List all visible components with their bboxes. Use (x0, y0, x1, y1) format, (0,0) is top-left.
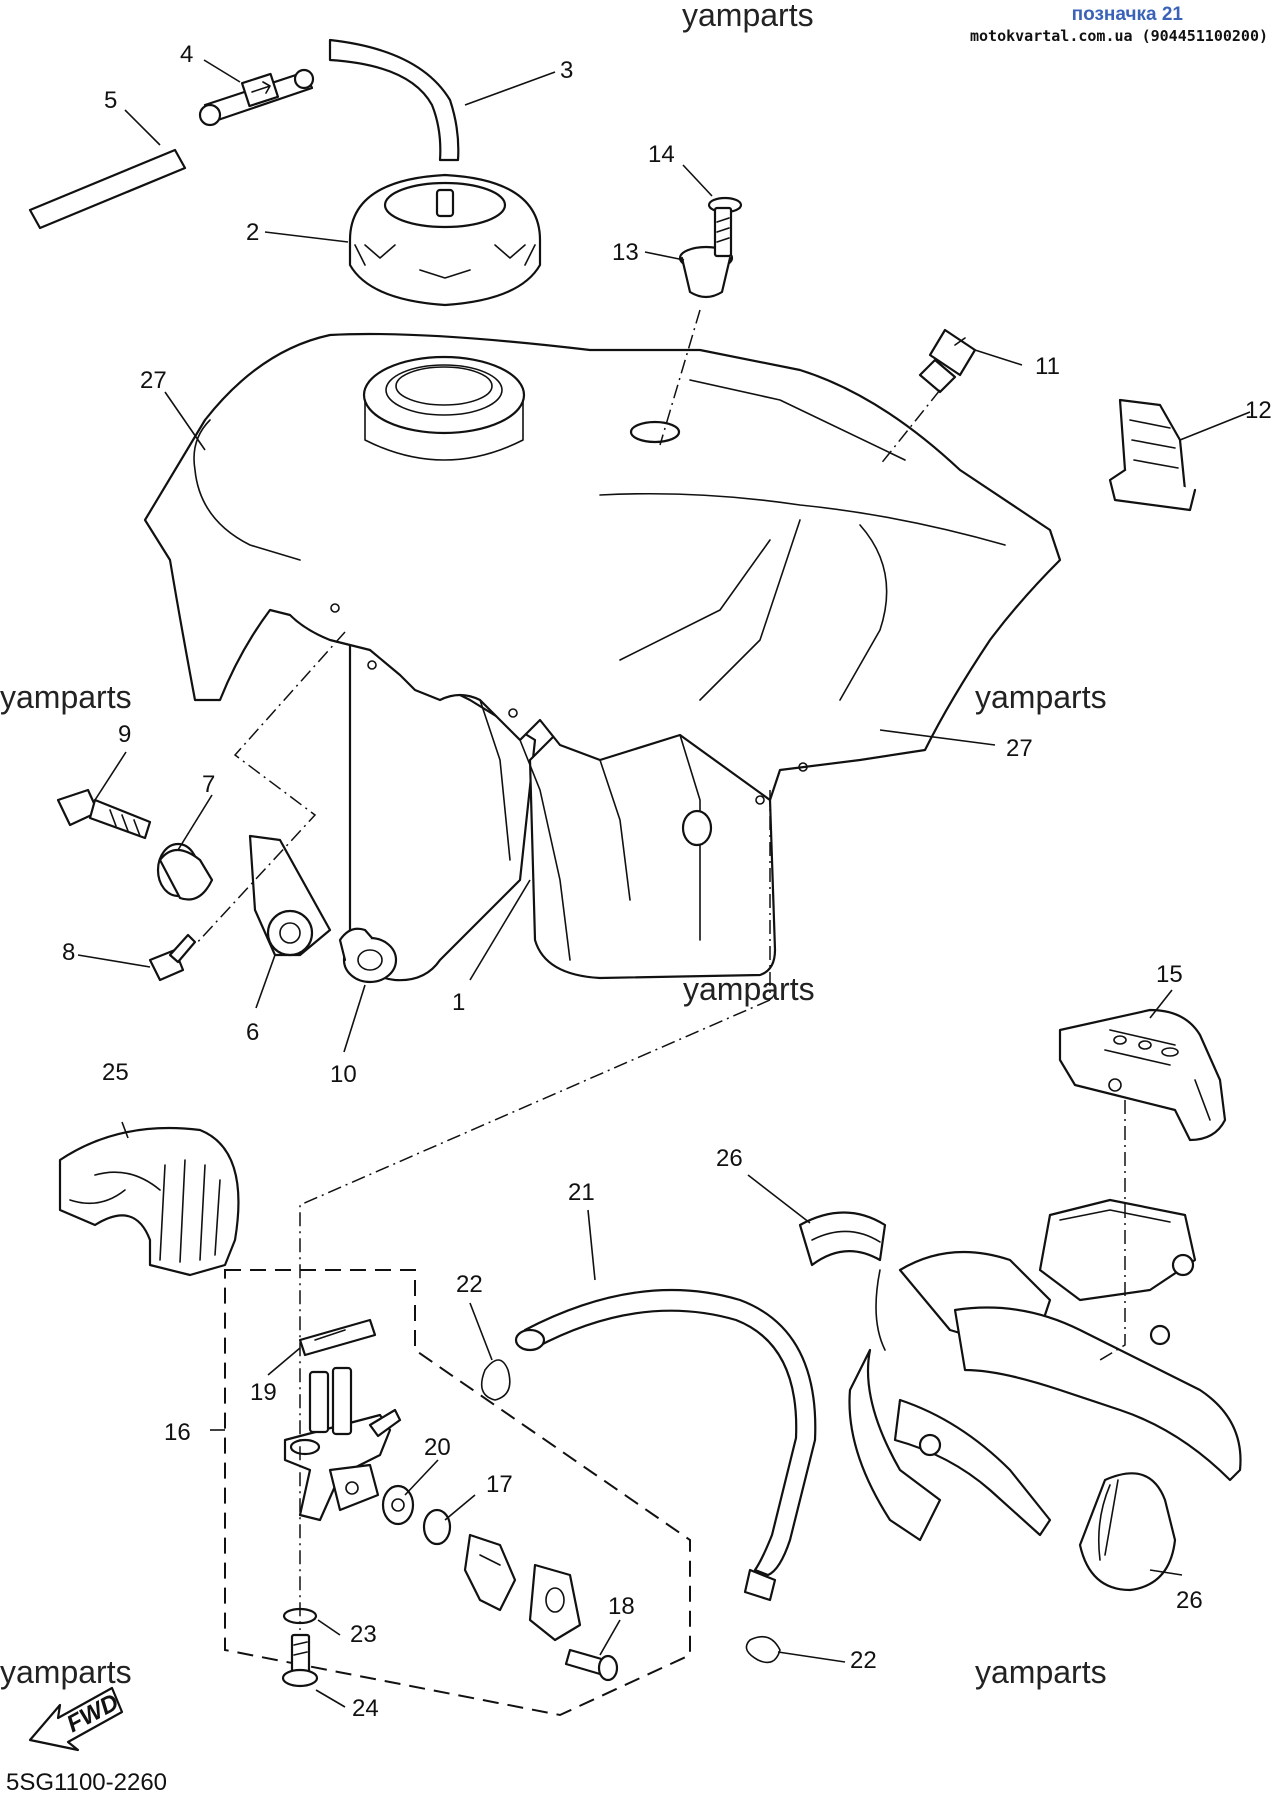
callout-25: 25 (102, 1059, 129, 1086)
guard-15 (1058, 1008, 1227, 1142)
callout-18: 18 (608, 1593, 635, 1620)
breather-hose (328, 38, 460, 162)
callout-6: 6 (246, 1019, 259, 1046)
assembly-16-outline (224, 1269, 691, 1717)
bracket-6 (248, 834, 332, 957)
screw-24 (281, 1633, 319, 1688)
callout-14: 14 (648, 141, 675, 168)
clamp-22-a (480, 1359, 511, 1401)
bolt-11 (918, 328, 977, 394)
lever-plate (463, 1533, 517, 1612)
fuel-hose (523, 1288, 817, 1577)
clip-12 (1108, 398, 1197, 512)
callout-7: 7 (202, 771, 215, 798)
callout-13: 13 (612, 239, 639, 266)
callout-8: 8 (62, 939, 75, 966)
callout-1: 1 (452, 989, 465, 1016)
watermark: yamparts (0, 1654, 132, 1690)
callout-24: 24 (352, 1695, 379, 1722)
assembly-line (659, 309, 701, 446)
callout-21: 21 (568, 1179, 595, 1206)
callout-10: 10 (330, 1061, 357, 1088)
strainer-19 (298, 1318, 377, 1357)
breather-valve (198, 68, 315, 127)
screw-18 (564, 1648, 619, 1682)
watermark: yamparts (0, 679, 132, 715)
collar-13 (678, 245, 734, 299)
screw-14 (707, 196, 743, 258)
bolt-8 (148, 933, 197, 982)
fuel-cock (283, 1366, 402, 1522)
fuel-cap (348, 173, 542, 307)
callout-9: 9 (118, 721, 131, 748)
watermark: yamparts (975, 679, 1107, 715)
damper-7 (156, 842, 214, 901)
callout-23: 23 (350, 1621, 377, 1648)
gasket-20 (381, 1484, 415, 1526)
callout-27: 27 (140, 367, 167, 394)
callout-4: 4 (180, 41, 193, 68)
clamp-26-a (798, 1211, 887, 1267)
callout-16: 16 (164, 1419, 191, 1446)
fwd-arrow-icon: FWD (28, 1686, 123, 1752)
callout-26: 26 (1176, 1587, 1203, 1614)
callout-20: 20 (424, 1434, 451, 1461)
header-site: motokvartal.com.ua (904451100200) (969, 27, 1268, 45)
callout-3: 3 (560, 57, 573, 84)
assembly-line (299, 999, 771, 1630)
clamp-26-b (1078, 1472, 1177, 1592)
assembly-line (194, 631, 346, 946)
callout-19: 19 (250, 1379, 277, 1406)
callout-5: 5 (104, 87, 117, 114)
callout-27: 27 (1006, 735, 1033, 762)
breather-hose-short (28, 148, 187, 230)
diagram-code: 5SG1100-2260 (6, 1769, 167, 1796)
callout-22: 22 (456, 1271, 483, 1298)
shield-25 (58, 1126, 240, 1277)
callout-22: 22 (850, 1647, 877, 1674)
fwd-label: FWD (62, 1689, 123, 1738)
callout-26: 26 (716, 1145, 743, 1172)
watermark: yamparts (975, 1654, 1107, 1690)
callout-17: 17 (486, 1471, 513, 1498)
frame-outline (848, 1198, 1242, 1542)
assembly-line (1099, 1100, 1126, 1361)
callout-labels: 1 2 3 4 5 6 7 8 9 10 11 12 13 14 15 16 1… (62, 41, 1272, 1722)
cover-plate (528, 1563, 582, 1642)
callout-2: 2 (246, 219, 259, 246)
o-ring-17 (422, 1508, 452, 1546)
collar-10 (338, 927, 398, 984)
header-tag: позначка 21 (1071, 4, 1183, 25)
clamp-22-b (745, 1635, 781, 1664)
leader-lines (77, 59, 1251, 1708)
callout-12: 12 (1245, 397, 1272, 424)
fuel-tank (143, 332, 1062, 982)
watermark: yamparts (682, 0, 814, 33)
callout-15: 15 (1156, 961, 1183, 988)
callout-11: 11 (1035, 353, 1060, 380)
bolt-9 (56, 788, 152, 840)
assembly-line (879, 389, 941, 466)
